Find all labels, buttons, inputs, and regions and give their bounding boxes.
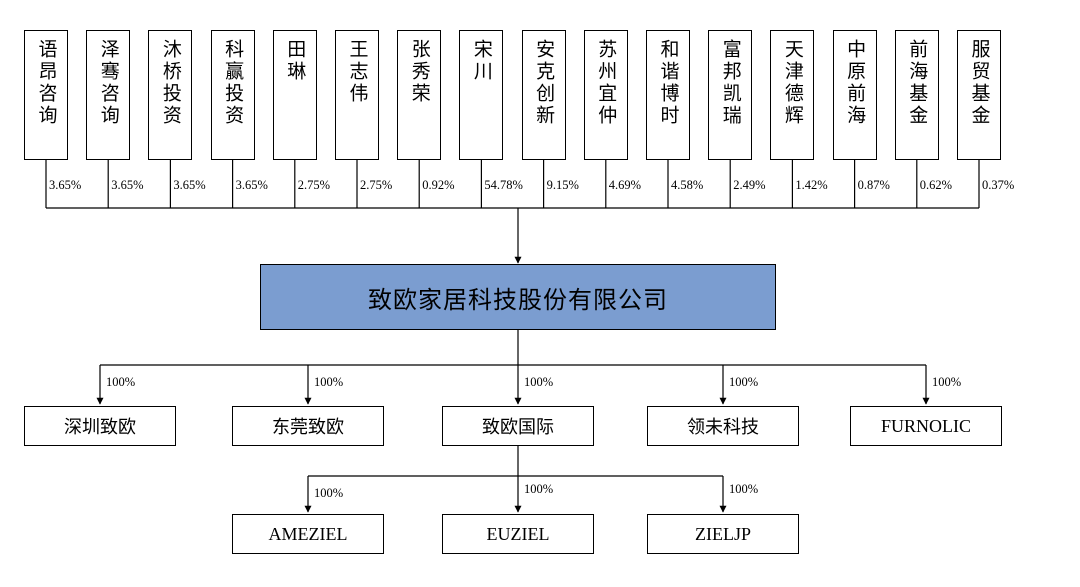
shareholder-name: 科赢投资 [222,39,245,127]
shareholder-percent: 2.75% [297,178,331,192]
sub-subsidiary-name: EUZIEL [486,523,550,544]
shareholder-percent: 4.58% [671,178,704,192]
shareholder-percent: 1.42% [795,178,828,192]
sub-subsidiary-percent: 100% [524,482,554,496]
shareholder-box: 宋川 [459,30,504,160]
shareholder-percent: 0.37% [982,178,1015,192]
shareholder-box: 王志伟 [335,30,379,160]
shareholder-percent: 4.69% [608,178,642,192]
subsidiary-percent: 100% [932,375,962,389]
subsidiary-name: 东莞致欧 [272,417,344,437]
sub-subsidiary-box: EUZIEL [442,514,594,554]
shareholder-name: 泽骞咨询 [97,39,120,127]
company-name: 致欧家居科技股份有限公司 [368,285,668,314]
shareholder-box: 和谐博时 [646,30,690,160]
shareholder-box: 张秀荣 [397,30,442,160]
shareholder-percent: 3.65% [235,178,268,192]
sub-subsidiary-name: AMEZIEL [268,523,348,544]
shareholder-box: 科赢投资 [210,30,255,160]
sub-subsidiary-box: AMEZIEL [232,514,384,554]
shareholder-box: 语昂咨询 [24,30,68,160]
shareholder-name: 张秀荣 [408,39,431,105]
shareholder-box: 沐桥投资 [148,30,193,160]
shareholder-percent: 2.49% [733,178,766,192]
shareholder-name: 中原前海 [844,39,867,127]
subsidiary-percent: 100% [106,375,136,389]
shareholder-name: 服贸基金 [968,39,991,127]
sub-subsidiary-name: ZIELJP [695,523,751,544]
shareholder-box: 天津德辉 [770,30,815,160]
shareholder-percent: 3.65% [49,178,82,192]
subsidiary-box: FURNOLIC [850,406,1002,446]
shareholder-name: 安克创新 [533,39,556,127]
shareholder-name: 沐桥投资 [159,39,182,127]
subsidiary-percent: 100% [524,375,554,389]
shareholder-percent: 0.87% [857,178,890,192]
shareholder-box: 苏州宜仲 [583,30,628,160]
company-box: 致欧家居科技股份有限公司 [260,264,776,330]
shareholder-name: 和谐博时 [657,39,680,127]
shareholder-name: 前海基金 [906,39,929,127]
shareholder-box: 泽骞咨询 [86,30,131,160]
sub-subsidiary-box: ZIELJP [647,514,799,554]
shareholder-percent: 0.92% [422,178,455,192]
subsidiary-name: 致欧国际 [482,417,554,437]
shareholder-name: 天津德辉 [781,39,804,127]
shareholder-box: 服贸基金 [957,30,1001,160]
shareholder-percent: 9.15% [546,178,579,192]
sub-subsidiary-percent: 100% [729,482,759,496]
subsidiary-box: 致欧国际 [442,406,594,446]
sub-subsidiary-percent: 100% [314,486,344,500]
subsidiary-name: 深圳致欧 [64,417,136,437]
subsidiary-box: 东莞致欧 [232,406,384,446]
shareholder-percent: 3.65% [173,178,206,192]
shareholder-percent: 2.75% [360,178,393,192]
subsidiary-box: 领未科技 [647,406,799,446]
shareholder-percent: 54.78% [484,178,523,192]
subsidiary-percent: 100% [729,375,759,389]
shareholder-box: 富邦凯瑞 [708,30,753,160]
shareholder-box: 安克创新 [521,30,566,160]
shareholder-box: 前海基金 [894,30,939,160]
shareholder-percent: 0.62% [919,178,953,192]
subsidiary-name: FURNOLIC [880,415,971,436]
shareholder-name: 苏州宜仲 [595,39,618,127]
shareholder-name: 语昂咨询 [35,39,58,127]
shareholder-box: 中原前海 [832,30,877,160]
subsidiary-box: 深圳致欧 [24,406,176,446]
shareholder-percent: 3.65% [111,178,144,192]
shareholder-box: 田琳 [272,30,317,160]
subsidiary-name: 领未科技 [687,417,759,437]
subsidiary-percent: 100% [314,375,344,389]
shareholder-name: 富邦凯瑞 [719,39,742,127]
shareholder-name: 宋川 [470,39,493,83]
shareholder-name: 王志伟 [346,39,369,105]
shareholder-name: 田琳 [284,39,307,83]
